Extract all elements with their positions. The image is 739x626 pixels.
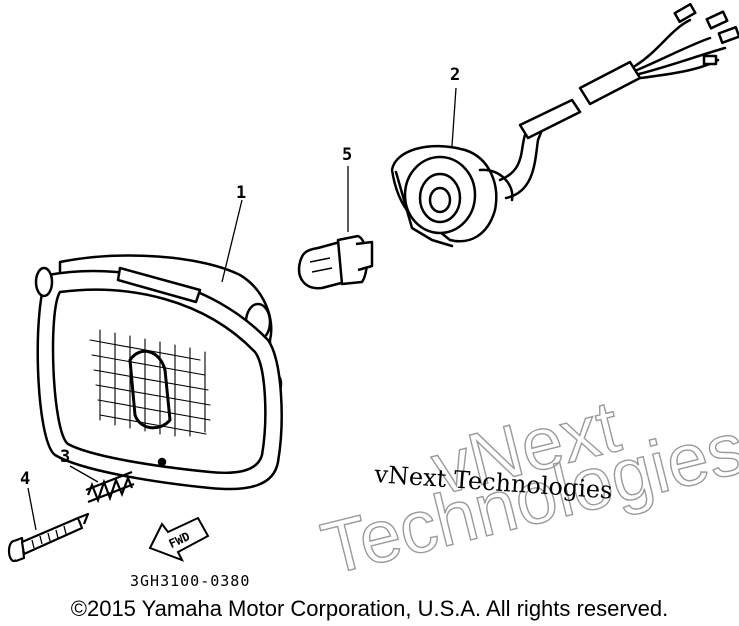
leader-lines [27, 87, 457, 531]
socket-harness [390, 2, 739, 248]
callout-2: 2 [450, 65, 460, 85]
callout-3: 3 [60, 447, 70, 467]
fwd-arrow: FWD [148, 516, 210, 562]
bulb [297, 234, 374, 290]
diagram-part-number: 3GH3100-0380 [130, 572, 250, 590]
copyright-notice: ©2015 Yamaha Motor Corporation, U.S.A. A… [70, 596, 669, 621]
callout-1: 1 [236, 183, 246, 203]
callout-4: 4 [20, 469, 30, 489]
headlight-unit [34, 254, 283, 491]
callout-5: 5 [342, 145, 352, 165]
callouts: 1 2 5 3 4 [20, 65, 460, 489]
screw [7, 512, 90, 563]
spring [85, 470, 135, 504]
